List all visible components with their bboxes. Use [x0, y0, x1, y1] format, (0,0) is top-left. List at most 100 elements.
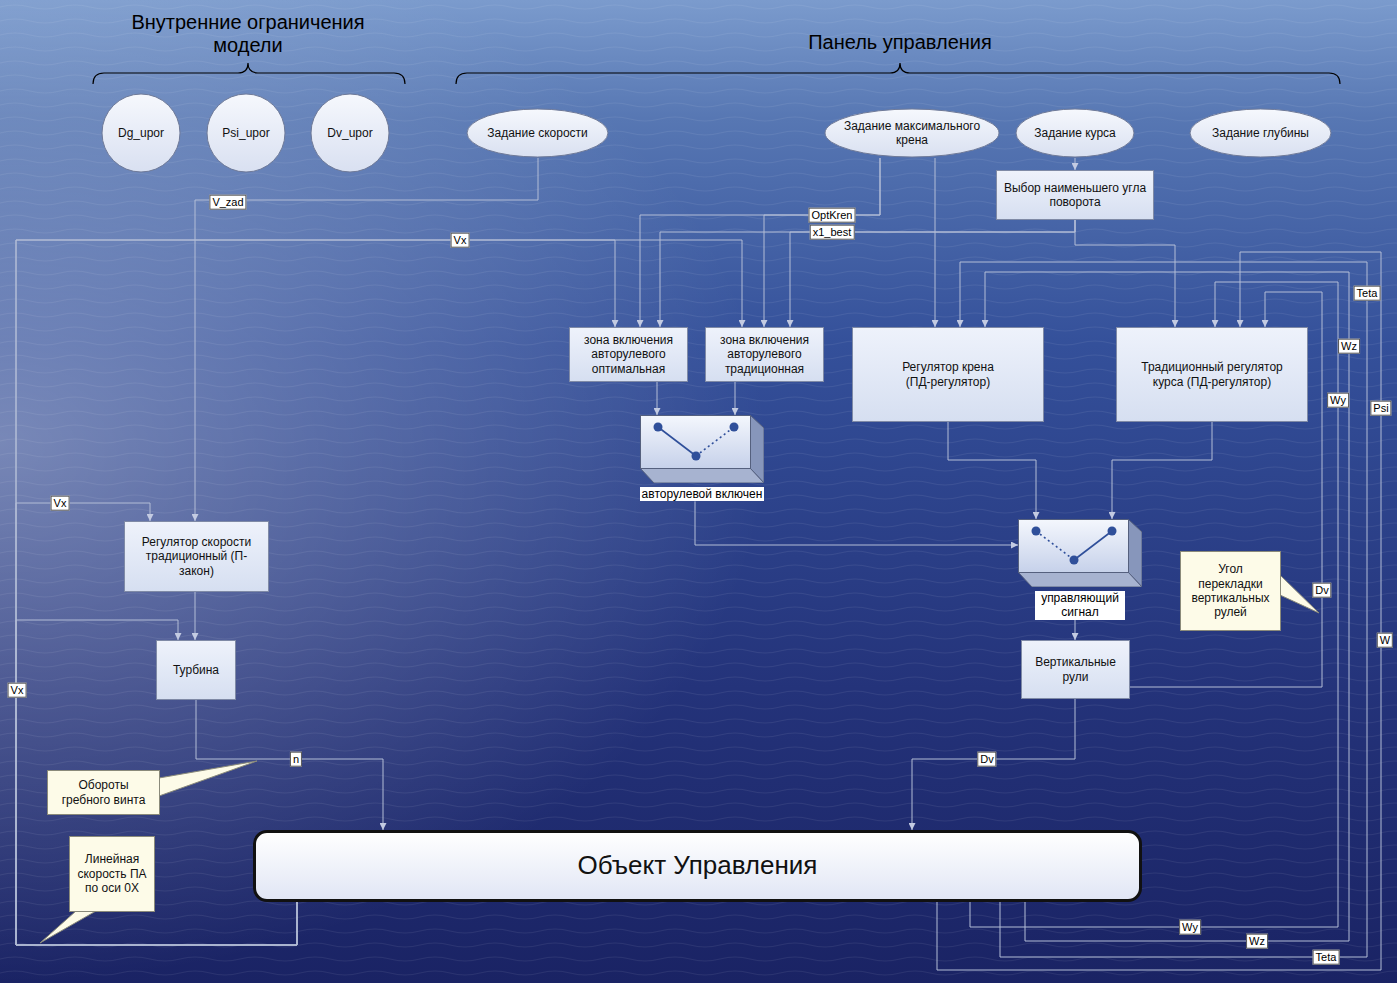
process-box: Регулятор скорости традиционный (П-закон…	[124, 521, 269, 592]
process-box: Турбина	[156, 640, 236, 700]
signal-name: V_zad	[209, 195, 246, 210]
switch-terminal	[1070, 556, 1079, 565]
switch-contact	[1036, 531, 1074, 560]
switch-contact	[1074, 531, 1112, 560]
node-text: Dv_upor	[327, 126, 372, 140]
signal-name: Vx	[8, 683, 27, 698]
signal-name: n	[290, 752, 302, 767]
input-ellipse: Psi_upor	[206, 93, 286, 173]
signal-line	[657, 382, 658, 415]
input-ellipse: Задание максимального крена	[824, 108, 1000, 158]
ellipse-shape	[825, 109, 999, 157]
node-text: Задание максимального крена	[834, 119, 990, 148]
signal-line	[935, 158, 936, 327]
signal-line	[196, 700, 383, 830]
signal-line	[195, 158, 538, 521]
ellipse-shape	[1190, 109, 1331, 157]
node-text: Вертикальные рули	[1028, 655, 1123, 684]
input-ellipse: Dg_upor	[101, 93, 181, 173]
ellipse-shape	[207, 94, 285, 172]
callout-note: Угол перекладки вертикальных рулей	[1180, 551, 1281, 631]
switch-terminal	[1032, 527, 1041, 536]
signal-name: Wy	[1179, 920, 1201, 935]
input-ellipse: Задание глубины	[1189, 108, 1332, 158]
node-text: зона включения авторулевого оптимальная	[576, 333, 681, 376]
switch-terminal	[1108, 527, 1117, 536]
signal-name: Psi	[1370, 401, 1391, 416]
process-box: Традиционный регулятор курса (ПД-регулят…	[1116, 327, 1308, 422]
group-bracket	[93, 63, 405, 84]
section-heading: Панель управления	[808, 31, 992, 54]
callout-note: Линейная скорость ПА по оси 0X	[69, 836, 155, 912]
node-text: Объект Управления	[578, 850, 818, 881]
node-text: Psi_upor	[222, 126, 269, 140]
signal-line	[1075, 158, 1076, 170]
callout-tail	[40, 911, 96, 943]
switch-terminal	[730, 423, 739, 432]
signal-line	[660, 220, 1075, 327]
signal-name: Dv	[977, 752, 996, 767]
signal-line	[1112, 422, 1212, 519]
signal-name: x1_best	[810, 225, 855, 240]
signal-line	[195, 592, 196, 640]
node-text: Задание глубины	[1212, 126, 1309, 140]
node-text: Линейная скорость ПА по оси 0X	[75, 852, 149, 895]
node-text: Задание скорости	[487, 126, 588, 140]
switch-contact	[696, 427, 734, 456]
box-bottom	[1018, 572, 1142, 587]
box-front	[1019, 520, 1129, 573]
signal-line	[912, 699, 1075, 830]
signal-line	[735, 382, 736, 415]
signal-name: Vx	[451, 233, 470, 248]
process-box: Выбор наименьшего угла поворота	[996, 170, 1154, 220]
ellipse-shape	[102, 94, 180, 172]
node-text: Регулятор крена (ПД-регулятор)	[893, 360, 1003, 389]
switch-block: авторулевой включен	[640, 415, 764, 501]
switch-contact	[658, 427, 696, 456]
switch-symbol	[1018, 519, 1142, 587]
signal-line	[948, 422, 1036, 519]
process-box: Вертикальные рули	[1021, 640, 1130, 699]
callout-tail	[159, 761, 257, 796]
signal-name: Dv	[1312, 583, 1331, 598]
node-text: Dg_upor	[118, 126, 164, 140]
node-text: зона включения авторулевого традиционная	[712, 333, 817, 376]
node-text: Задание курса	[1034, 126, 1116, 140]
ellipse-shape	[311, 94, 389, 172]
node-text: Традиционный регулятор курса (ПД-регулят…	[1137, 360, 1287, 389]
signal-line	[764, 158, 880, 327]
node-text: Регулятор скорости традиционный (П-закон…	[137, 535, 257, 578]
signal-name: Wy	[1327, 393, 1349, 408]
input-ellipse: Dv_upor	[310, 93, 390, 173]
callout-note: Обороты гребного винта	[47, 770, 160, 815]
signal-name: Wz	[1246, 934, 1268, 949]
signal-name: Teta	[1313, 950, 1340, 965]
node-text: авторулевой включен	[640, 487, 765, 501]
input-ellipse: Задание курса	[1015, 108, 1135, 158]
signal-name: OptKren	[809, 208, 856, 223]
signal-line	[1075, 220, 1175, 327]
signal-line	[1075, 620, 1076, 640]
group-bracket	[456, 63, 1340, 84]
node-text: Турбина	[173, 663, 219, 677]
process-box: зона включения авторулевого традиционная	[705, 327, 824, 382]
signal-name: Wz	[1338, 339, 1360, 354]
signal-line	[695, 501, 1018, 545]
ellipse-shape	[467, 109, 608, 157]
input-ellipse: Задание скорости	[466, 108, 609, 158]
switch-terminal	[692, 452, 701, 461]
switch-block: управляющий сигнал	[1018, 519, 1142, 620]
section-heading: Внутренние ограничения модели	[98, 11, 398, 57]
switch-terminal	[654, 423, 663, 432]
box-bottom	[640, 468, 764, 483]
signal-name: Vx	[51, 496, 70, 511]
node-text: Угол перекладки вертикальных рулей	[1186, 562, 1275, 620]
signal-name: Teta	[1354, 286, 1381, 301]
plant-box: Объект Управления	[253, 830, 1142, 902]
node-text: Обороты гребного винта	[53, 778, 154, 807]
ellipse-shape	[1016, 109, 1134, 157]
